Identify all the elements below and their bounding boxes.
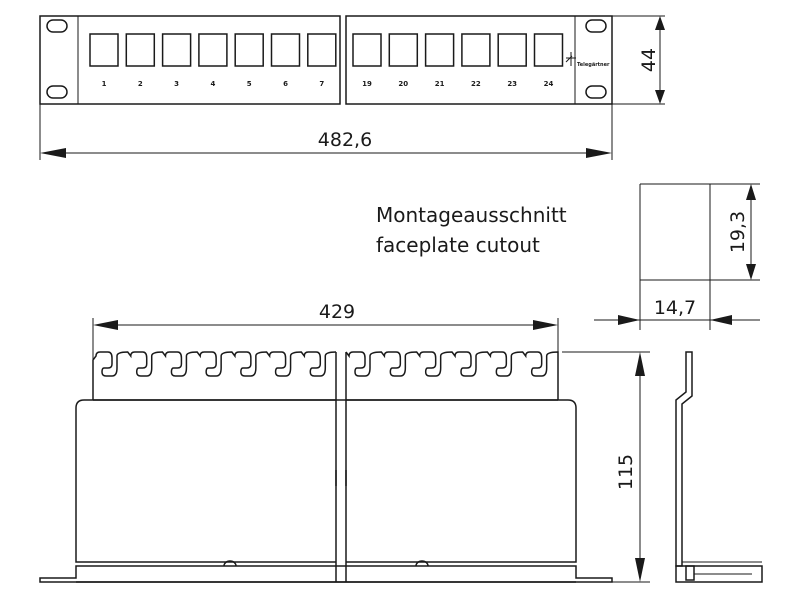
port-number: 20 [398, 80, 408, 88]
port-jack [461, 33, 491, 67]
cutout-detail: Montageausschnitt faceplate cutout 19,3 … [376, 183, 760, 330]
port-number: 4 [210, 80, 215, 88]
port-number: 19 [362, 80, 372, 88]
port-jack [125, 33, 156, 67]
port-jack [497, 33, 527, 67]
screw-left [223, 560, 237, 567]
mounting-slot-br [585, 85, 607, 99]
brand-logo: Telegärtner [565, 52, 610, 68]
top-view: 429 115 [39, 301, 763, 583]
front-panel-left [39, 15, 341, 105]
mounting-slot-tr [585, 19, 607, 33]
dim-cutout-height: 19,3 [727, 211, 749, 253]
screw-right [415, 560, 429, 567]
base-plate [39, 565, 613, 583]
mounting-slot-tl [46, 19, 68, 33]
housing-right [346, 399, 577, 563]
dim-depth-115: 115 [615, 454, 637, 490]
cutout-label-de: Montageausschnitt [376, 203, 567, 227]
side-profile-base [675, 565, 763, 583]
port-number: 23 [507, 80, 517, 88]
dim-cutout-width: 14,7 [654, 297, 696, 319]
port-group-right: 19 20 21 22 23 24 [352, 33, 564, 88]
dim-width-482: 482,6 [318, 129, 372, 151]
port-jack [424, 33, 455, 67]
port-number: 24 [544, 80, 554, 88]
port-jack [270, 33, 301, 67]
port-jack [89, 33, 119, 67]
side-profile-bracket [675, 351, 693, 567]
port-number: 22 [471, 80, 481, 88]
port-number: 1 [102, 80, 107, 88]
port-number: 2 [138, 80, 143, 88]
cable-management-bar [92, 351, 559, 400]
dim-width-429: 429 [319, 301, 355, 323]
cutout-label-en: faceplate cutout [376, 233, 540, 257]
port-number: 3 [174, 80, 179, 88]
port-number: 5 [247, 80, 252, 88]
port-jack [234, 33, 264, 67]
mounting-slot-bl [46, 85, 68, 99]
port-group-left: 1 2 3 4 5 6 7 [89, 33, 337, 88]
port-jack [388, 33, 419, 67]
port-jack [198, 33, 228, 67]
front-panel-right [345, 15, 613, 105]
port-number: 7 [319, 80, 324, 88]
port-jack [533, 33, 564, 67]
dim-height-44: 44 [638, 48, 660, 72]
brand-text: Telegärtner [577, 62, 610, 68]
housing-left [75, 399, 336, 563]
side-profile-clip [685, 565, 695, 581]
port-jack [352, 33, 382, 67]
port-jack [307, 33, 337, 67]
port-jack [161, 33, 192, 67]
port-number: 6 [283, 80, 288, 88]
port-number: 21 [435, 80, 445, 88]
